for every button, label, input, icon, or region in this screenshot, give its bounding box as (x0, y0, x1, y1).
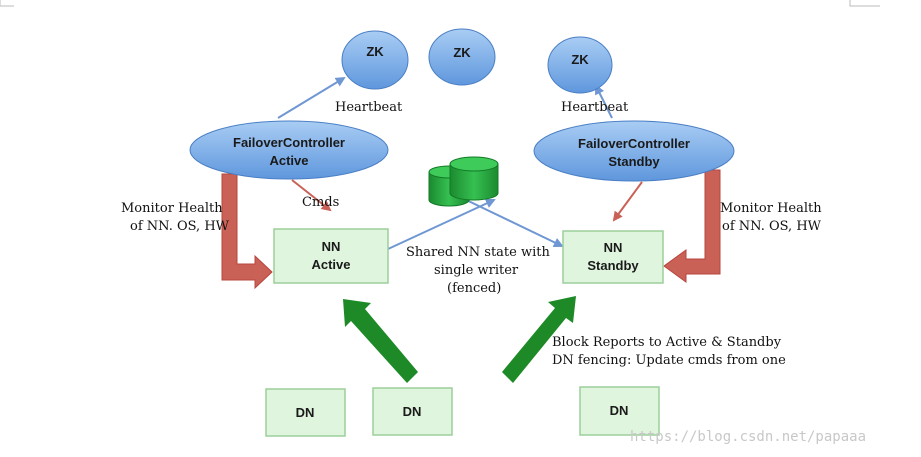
dn-report-arrow-standby (502, 296, 576, 383)
namenode-standby: NN Standby (562, 230, 664, 284)
nn-active-line2: Active (311, 257, 350, 272)
monitor-health-label-right-1: Monitor Health (720, 201, 822, 216)
monitor-health-label-left-2: of NN. OS, HW (130, 219, 230, 234)
failover-controller-active: FailoverController Active (189, 120, 389, 180)
shared-state-label-1: Shared NN state with (406, 245, 550, 260)
monitor-health-label-left-1: Monitor Health (121, 201, 223, 216)
fc-standby-line1: FailoverController (578, 136, 690, 151)
zk-left-label: ZK (366, 44, 384, 59)
cmds-label: Cmds (302, 195, 339, 210)
cmds-arrow-active (291, 179, 332, 212)
datanode-2: DN (372, 387, 453, 436)
zk-node-left: ZK (341, 30, 409, 90)
nn-standby-line2: Standby (587, 258, 639, 273)
shared-state-arrow-standby (457, 195, 564, 248)
dn-fencing-label: DN fencing: Update cmds from one (552, 353, 786, 368)
heartbeat-arrow-right (595, 84, 613, 119)
failover-controller-standby: FailoverController Standby (533, 120, 735, 182)
dn-2-label: DN (403, 404, 422, 419)
heartbeat-arrow-left (277, 76, 346, 119)
fc-active-line1: FailoverController (233, 135, 345, 150)
zk-node-middle: ZK (428, 28, 496, 86)
corner-mark-right (849, 0, 880, 7)
dn-report-arrow-active (343, 299, 418, 383)
shared-storage-icon (428, 156, 499, 207)
shared-state-arrow-active (387, 198, 496, 250)
heartbeat-label-left: Heartbeat (335, 100, 403, 115)
fc-active-line2: Active (269, 153, 308, 168)
datanode-3: DN (579, 386, 660, 436)
zk-right-label: ZK (571, 52, 589, 67)
zk-middle-label: ZK (453, 45, 471, 60)
monitor-health-label-right-2: of NN. OS, HW (722, 219, 822, 234)
cmds-arrow-standby (612, 181, 643, 222)
watermark-url: https://blog.csdn.net/papaaa (630, 429, 866, 445)
zk-node-right: ZK (547, 36, 613, 94)
heartbeat-label-right: Heartbeat (561, 100, 629, 115)
nn-active-line1: NN (322, 239, 341, 254)
dn-1-label: DN (296, 405, 315, 420)
block-reports-label: Block Reports to Active & Standby (552, 335, 782, 350)
corner-mark-left (0, 0, 14, 7)
namenode-active: NN Active (273, 228, 389, 284)
nn-standby-line1: NN (604, 240, 623, 255)
dn-3-label: DN (610, 403, 629, 418)
shared-state-label-2: single writer (434, 263, 519, 278)
datanode-1: DN (265, 388, 346, 437)
monitor-health-arrow-right (663, 169, 721, 283)
monitor-health-arrow-left (221, 173, 273, 290)
shared-state-label-3: (fenced) (447, 281, 501, 296)
fc-standby-line2: Standby (608, 154, 660, 169)
